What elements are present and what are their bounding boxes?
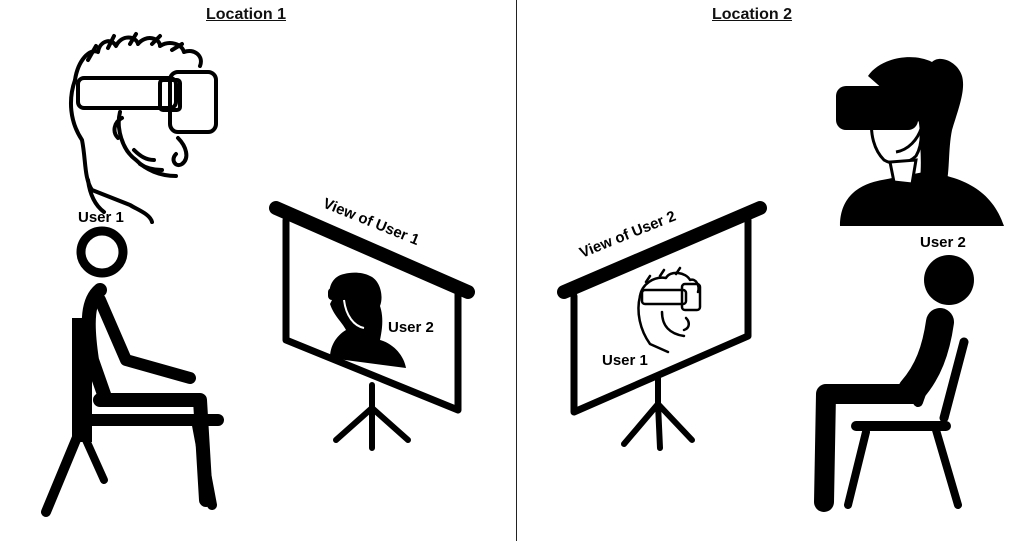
right-screen-user-label: User 1 [602,352,648,369]
location-1-heading: Location 1 [206,6,287,23]
vr-headset-man-icon [69,32,218,224]
left-screen-user-label: User 2 [388,319,434,336]
projector-screen-icon-2 [557,201,767,451]
user-1-label: User 1 [78,209,124,226]
vr-headset-woman-mini-icon [328,272,406,368]
seated-person-icon-2 [814,255,974,512]
user-2-label: User 2 [920,234,966,251]
vr-headset-man-mini-icon [637,266,702,354]
seated-person-icon [41,226,224,517]
vr-headset-woman-icon [836,57,1004,226]
location-2-heading: Location 2 [712,6,793,23]
location-divider [516,0,517,541]
projector-screen-icon [269,201,475,451]
